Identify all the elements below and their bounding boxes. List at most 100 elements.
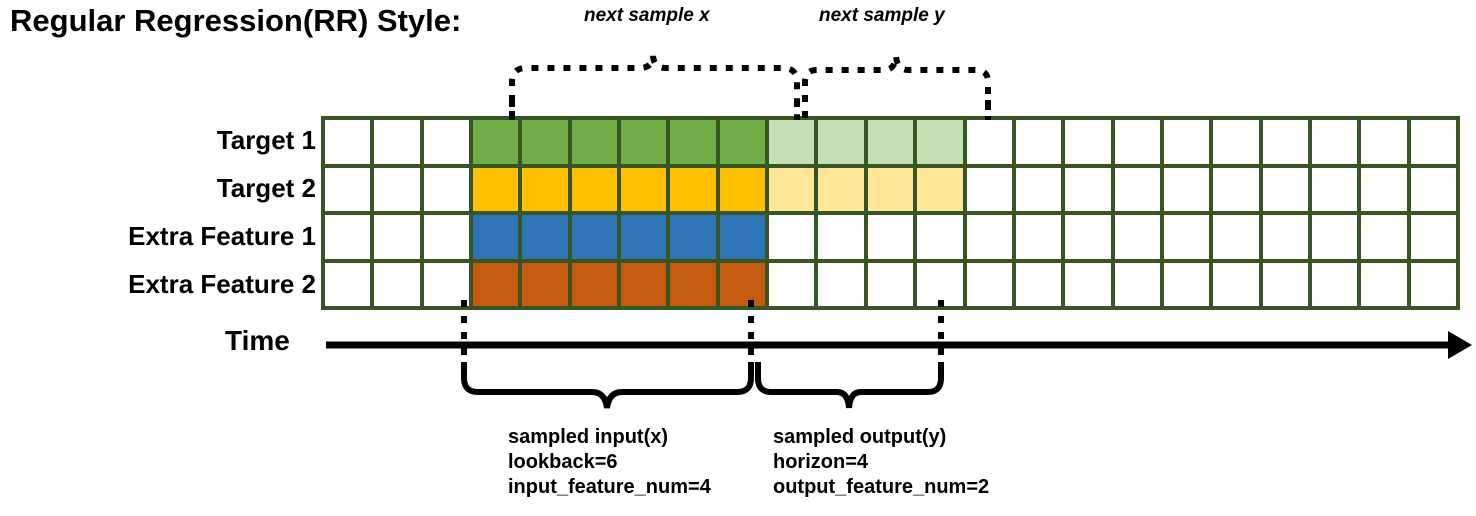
guide-lines [461,100,991,372]
grid-cell-empty-r4-c18 [1163,262,1210,306]
row-label-extra-feature-2: Extra Feature 2 [128,269,316,299]
grid-cell-extra-feature-1-input-r3-c6 [571,215,618,259]
brace-next-sample-x [509,55,800,118]
grid-cell-empty-r4-c16 [1065,262,1111,306]
grid-cell-extra-feature-2-input-r4-c5 [522,262,568,306]
grid-cell-empty-r1-c22 [1361,120,1407,164]
grid-cell-empty-r4-c20 [1262,262,1308,306]
grid-cell-empty-r1-c15 [1015,120,1062,164]
grid-cell-empty-r1-c2 [374,120,420,164]
brace-next-sample-y [802,55,991,118]
grid-cell-empty-r4-c12 [867,262,914,306]
timeline-grid [321,116,1460,310]
grid-cell-empty-r3-c21 [1311,215,1358,259]
grid-cell-empty-r3-c18 [1163,215,1210,259]
grid-cell-empty-r1-c21 [1311,120,1358,164]
grid-cell-target-1-input-r1-c4 [473,120,519,164]
grid-cell-extra-feature-2-input-r4-c7 [621,262,667,306]
grid-cell-target-1-input-r1-c9 [719,120,766,164]
sampled-input-line-3: input_feature_num=4 [508,476,711,498]
grid-cell-empty-r2-c3 [423,167,470,211]
grid-cell-empty-r2-c1 [325,167,371,211]
sampled-output-line-2: horizon=4 [773,451,869,473]
grid-cell-target-2-input-r2-c4 [473,167,519,211]
time-axis-label: Time [225,325,290,356]
grid-cell-empty-r1-c18 [1163,120,1210,164]
grid-cell-empty-r3-c14 [966,215,1012,259]
grid-cell-target-1-output-r1-c12 [867,120,914,164]
sampled-output-line-3: output_feature_num=2 [773,476,990,498]
grid-cell-empty-r4-c10 [769,262,815,306]
grid-cell-empty-r3-c15 [1015,215,1062,259]
sampled-input-line-2: lookback=6 [508,451,618,473]
grid-cell-target-1-input-r1-c7 [621,120,667,164]
grid-cell-empty-r4-c21 [1311,262,1358,306]
grid-cell-empty-r1-c1 [325,120,371,164]
grid-cell-extra-feature-2-input-r4-c8 [670,262,716,306]
grid-cell-empty-r3-c3 [423,215,470,259]
time-axis-arrow [326,331,1472,359]
grid-cell-target-2-input-r2-c7 [621,167,667,211]
grid-cell-empty-r3-c19 [1213,215,1259,259]
grid-cell-empty-r4-c19 [1213,262,1259,306]
grid-cell-empty-r3-c23 [1410,215,1456,259]
grid-cell-extra-feature-1-input-r3-c7 [621,215,667,259]
grid-cell-empty-r3-c11 [818,215,864,259]
grid-cell-empty-r1-c19 [1213,120,1259,164]
grid-cell-target-2-input-r2-c5 [522,167,568,211]
grid-cell-target-2-input-r2-c9 [719,167,766,211]
grid-cell-empty-r2-c14 [966,167,1012,211]
grid-cell-extra-feature-1-input-r3-c5 [522,215,568,259]
row-label-target-1: Target 1 [216,125,316,155]
grid-cell-empty-r4-c11 [818,262,864,306]
sampled-input-line-1: sampled input(x) [508,426,669,448]
row-label-extra-feature-1: Extra Feature 1 [128,221,316,251]
annotation-next-sample-y: next sample y [819,5,945,26]
grid-cell-empty-r2-c16 [1065,167,1111,211]
grid-cell-target-1-output-r1-c11 [818,120,864,164]
grid-cell-target-2-output-r2-c13 [917,167,963,211]
grid-cell-extra-feature-2-input-r4-c9 [719,262,766,306]
grid-cell-empty-r2-c19 [1213,167,1259,211]
grid-cell-empty-r2-c2 [374,167,420,211]
grid-cell-target-1-output-r1-c10 [769,120,815,164]
grid-cell-extra-feature-1-input-r3-c8 [670,215,716,259]
annotation-sampled-input: sampled input(x) lookback=6 input_featur… [508,425,711,500]
grid-cell-empty-r1-c17 [1114,120,1160,164]
grid-cell-empty-r3-c10 [769,215,815,259]
grid-cell-empty-r1-c14 [966,120,1012,164]
grid-cell-empty-r2-c23 [1410,167,1456,211]
grid-cell-empty-r3-c12 [867,215,914,259]
grid-cell-empty-r4-c17 [1114,262,1160,306]
grid-cell-empty-r3-c1 [325,215,371,259]
grid-cell-empty-r2-c21 [1311,167,1358,211]
grid-cell-empty-r3-c16 [1065,215,1111,259]
grid-cell-empty-r2-c22 [1361,167,1407,211]
grid-cell-extra-feature-2-input-r4-c4 [473,262,519,306]
grid-cell-empty-r3-c2 [374,215,420,259]
grid-cell-empty-r4-c2 [374,262,420,306]
grid-cell-extra-feature-1-input-r3-c4 [473,215,519,259]
grid-cell-empty-r4-c22 [1361,262,1407,306]
grid-cell-empty-r4-c1 [325,262,371,306]
grid-cell-empty-r3-c17 [1114,215,1160,259]
page-title: Regular Regression(RR) Style: [10,3,462,38]
brace-sampled-output [755,362,944,409]
grid-cell-empty-r2-c18 [1163,167,1210,211]
grid-cell-empty-r1-c16 [1065,120,1111,164]
annotation-next-sample-x: next sample x [584,5,710,26]
grid-cell-empty-r3-c13 [917,215,963,259]
sampled-output-line-1: sampled output(y) [773,426,947,448]
grid-cell-extra-feature-2-input-r4-c6 [571,262,618,306]
grid-cell-target-2-input-r2-c6 [571,167,618,211]
annotation-sampled-output: sampled output(y) horizon=4 output_featu… [773,425,989,500]
grid-cell-empty-r1-c23 [1410,120,1456,164]
grid-cell-target-1-output-r1-c13 [917,120,963,164]
grid-cell-empty-r4-c14 [966,262,1012,306]
grid-cell-empty-r4-c15 [1015,262,1062,306]
grid-cell-empty-r1-c3 [423,120,470,164]
row-label-target-2: Target 2 [216,173,316,203]
brace-sampled-input [461,362,754,409]
